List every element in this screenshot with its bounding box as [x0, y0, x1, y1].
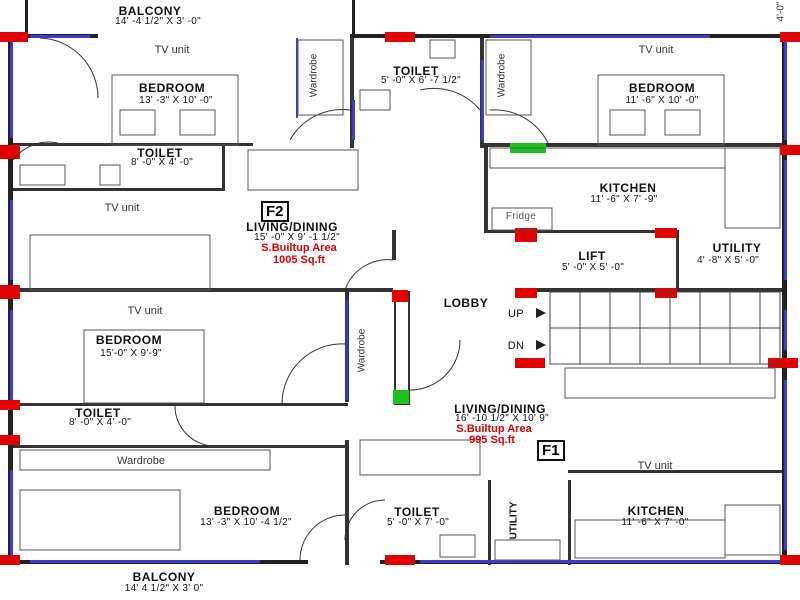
windows — [10, 35, 787, 563]
living-f2-area-label: S.Builtup Area — [261, 242, 337, 254]
furniture — [19, 39, 781, 561]
bedroom-f2-b-size: 11' -6" X 10' -0" — [625, 95, 699, 106]
toilet-f2-b-label: TOILET — [137, 146, 183, 160]
corner-dimension: 4'-0" — [775, 1, 787, 22]
bedroom-f1-b-size: 13' -3" X 10' -4 1/2" — [200, 517, 292, 528]
kitchen-f1-size: 11' -6" X 7' -0" — [621, 517, 689, 528]
toilet-f1-b-size: 5' -0" X 7' -0" — [386, 517, 450, 528]
balcony-top-size: 14' -4 1/2" X 3' -0" — [115, 16, 201, 27]
kitchen-f1-label: KITCHEN — [627, 504, 685, 518]
stair-arrows — [536, 308, 546, 350]
bedroom-f1-a-label: BEDROOM — [95, 333, 163, 347]
living-f1-area-label: S.Builtup Area — [456, 423, 532, 435]
lift-label: LIFT — [578, 249, 606, 263]
fridge-label: Fridge — [505, 211, 537, 222]
toilet-f1-b-label: TOILET — [394, 505, 440, 519]
wardrobe-label: Wardrobe — [117, 455, 165, 467]
bedroom-f2-a-label: BEDROOM — [138, 81, 206, 95]
balcony-top-label: BALCONY — [118, 4, 182, 18]
flat-f1-tag: F1 — [537, 440, 565, 461]
lobby-label: LOBBY — [443, 296, 489, 310]
wardrobe-label: Wardrobe — [356, 328, 368, 373]
toilet-f2-a-size: 5' -0" X 6' -7 1/2" — [381, 75, 461, 86]
tv-unit-label: TV unit — [154, 44, 190, 56]
staircase — [549, 291, 781, 365]
living-f2-size: 15' -0" X 9' -1 1/2" — [254, 232, 340, 243]
living-f1-area: 995 Sq.ft — [469, 434, 515, 446]
toilet-f2-a-label: TOILET — [393, 64, 439, 78]
kitchen-f2-label: KITCHEN — [599, 181, 657, 195]
bedroom-f2-a-size: 13' -3" X 10' -0" — [139, 95, 213, 106]
utility-f2-label: UTILITY — [712, 241, 762, 255]
stairs-dn-label: DN — [507, 340, 525, 352]
toilet-f1-a-label: TOILET — [75, 406, 121, 420]
bedroom-f1-b-label: BEDROOM — [213, 504, 281, 518]
utility-f2-size: 4' -8" X 5' -0" — [696, 255, 760, 266]
lift-size: 5' -0" X 5' -0" — [561, 262, 625, 273]
kitchen-f2-size: 11' -6" X 7' -9" — [590, 194, 658, 205]
tv-unit-label: TV unit — [638, 44, 674, 56]
bedroom-f1-a-size: 15'-0" X 9'-9" — [100, 348, 162, 359]
wardrobe-label: Wardrobe — [308, 53, 320, 98]
tv-unit-label: TV unit — [127, 305, 163, 317]
toilet-f2-b-size: 8' -0" X 4' -0" — [130, 157, 194, 168]
living-f2-area: 1005 Sq.ft — [273, 254, 325, 266]
tv-unit-label: TV unit — [104, 202, 140, 214]
toilet-f1-a-size: 8' -0" X 4' -0" — [68, 417, 132, 428]
bedroom-f2-b-label: BEDROOM — [628, 81, 696, 95]
door-swings — [12, 37, 549, 561]
flat-f2-tag: F2 — [261, 201, 289, 222]
utility-f1-label: UTILITY — [508, 501, 520, 540]
tv-unit-label: TV unit — [637, 460, 673, 472]
balcony-bottom-label: BALCONY — [132, 570, 196, 584]
wardrobe-label: Wardrobe — [496, 53, 508, 98]
stairs-up-label: UP — [508, 308, 524, 320]
living-f1-label: LIVING/DINING — [454, 402, 546, 416]
living-f1-size: 16' -10 1/2" X 10' 9" — [455, 413, 549, 424]
living-f2-label: LIVING/DINING — [246, 220, 338, 234]
balcony-bottom-size: 14' 4 1/2" X 3' 0" — [124, 583, 204, 594]
